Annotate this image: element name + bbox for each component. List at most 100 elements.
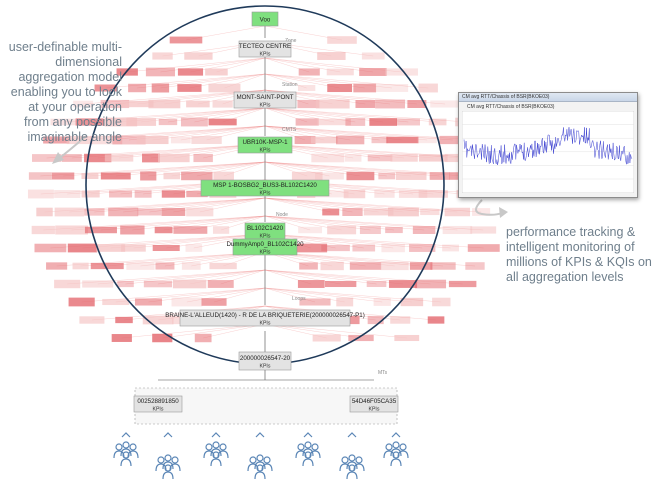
tree-node: [442, 244, 459, 252]
tree-node: [336, 297, 354, 307]
root-node-box: [251, 11, 279, 27]
tree-edge: [264, 57, 310, 73]
tree-edge: [264, 107, 384, 123]
tree-node: [32, 154, 62, 162]
tree-node: [385, 226, 403, 234]
tree-node: [134, 298, 163, 306]
tree-node: [315, 172, 344, 180]
tree-edge: [264, 215, 371, 231]
interface-node-label: MSP 1-BOSBG2_BUS3-BL102C1420: [213, 182, 317, 189]
tree-edge: [152, 125, 266, 141]
tree-edge: [264, 197, 430, 213]
tree-node: [108, 207, 139, 217]
tree-node: [142, 315, 174, 325]
left-caption-line: enabling you to look: [10, 85, 122, 99]
tree-node: [359, 68, 387, 76]
root-node[interactable]: Voo: [251, 11, 279, 27]
tree-node: [398, 190, 428, 198]
station-node-sublabel: KPIs: [260, 103, 271, 109]
tree-node: [470, 226, 497, 234]
tree-edge: [121, 323, 266, 339]
tree-node: [390, 316, 411, 324]
tree-node: [395, 172, 427, 180]
right-caption-line: all aggregation levels: [506, 270, 624, 284]
tree-node: [185, 244, 203, 252]
chart-window: CM avg RTT/Chassis of BSR(BKOE03) CM avg…: [458, 92, 638, 198]
level-label: MTs: [378, 370, 388, 376]
tree-edge: [264, 73, 429, 89]
tree-node: [161, 190, 186, 198]
address-node-box: [179, 309, 351, 327]
tree-node: [311, 153, 345, 163]
tree-node: [352, 244, 376, 252]
tree-node: [112, 135, 146, 145]
tree-node: [400, 297, 424, 307]
tree-edge: [167, 107, 266, 123]
tree-node: [327, 36, 357, 44]
left-caption-line: aggregation model: [18, 70, 122, 84]
tree-edge: [264, 125, 453, 141]
tree-edge: [264, 215, 484, 231]
user-icon: [390, 441, 402, 457]
tree-node: [345, 118, 366, 126]
tree-node: [72, 262, 89, 270]
tree-node: [81, 190, 100, 198]
tree-node: [375, 99, 406, 109]
tree-node: [418, 190, 448, 198]
user-icon: [254, 464, 266, 480]
tree-node: [145, 67, 176, 77]
tree-edge: [264, 143, 462, 159]
tree-node: [73, 100, 94, 108]
user-icon: [346, 454, 358, 470]
tree-node: [152, 52, 173, 60]
tree-node: [54, 207, 85, 217]
tree-node: [68, 297, 95, 307]
address-node[interactable]: BRAINE-L'ALLEUD(1420) - R DE LA BRIQUETE…: [165, 309, 365, 327]
tree-edge: [264, 287, 412, 303]
left-caption-line: from any possible: [24, 115, 122, 129]
tree-node: [28, 172, 52, 180]
tree-node: [155, 262, 175, 270]
user-icon: [302, 441, 314, 457]
tree-edge: [264, 287, 345, 303]
tree-node: [322, 208, 340, 216]
tree-edge: [264, 107, 308, 123]
subaddress-node-sublabel: KPIs: [260, 364, 271, 370]
tree-edge: [264, 197, 404, 213]
modem-node-label: 002528891850: [137, 398, 179, 405]
tree-node: [121, 244, 146, 252]
tree-node: [81, 172, 99, 180]
tree-node: [67, 243, 98, 253]
tree-node: [327, 83, 353, 93]
tree-node: [417, 136, 437, 144]
tree-node: [181, 262, 201, 270]
tree-edge: [264, 161, 488, 177]
tree-node: [385, 68, 418, 76]
tree-edge: [264, 269, 377, 285]
tree-node: [54, 190, 81, 198]
tree-node: [128, 83, 147, 93]
rtt-series-line: [463, 127, 633, 166]
tree-node: [312, 334, 341, 342]
tree-node: [427, 316, 445, 324]
tree-edge: [264, 161, 464, 177]
tree-node: [120, 225, 145, 235]
tree-edge: [264, 197, 458, 213]
tree-edge: [264, 215, 311, 231]
tree-node: [409, 262, 433, 270]
tree-node: [51, 172, 75, 180]
tree-node: [472, 208, 491, 216]
tree-node: [84, 226, 117, 234]
tree-node: [298, 226, 323, 234]
tree-node: [291, 171, 323, 181]
tree-node: [327, 225, 357, 235]
